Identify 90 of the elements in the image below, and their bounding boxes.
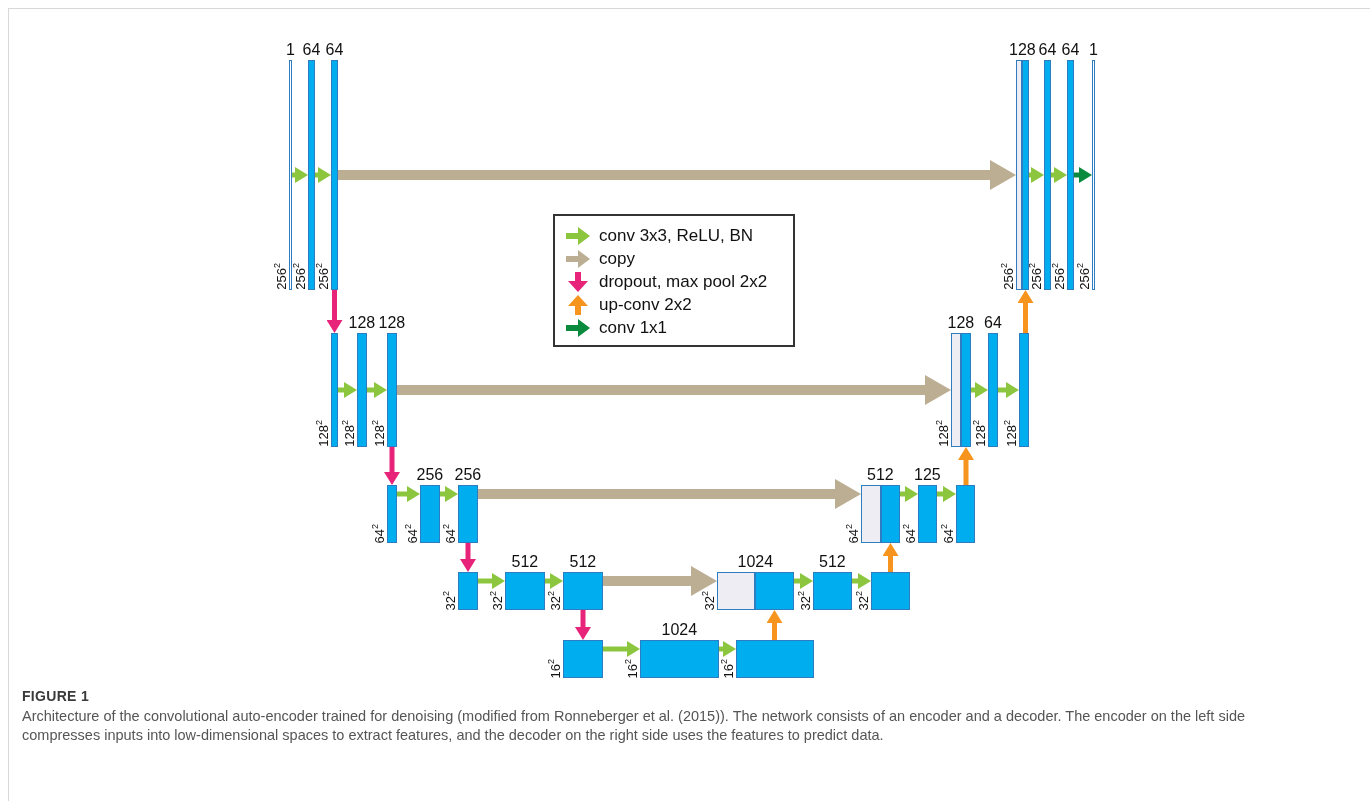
arrow: [326, 290, 343, 333]
arrow: [958, 447, 974, 485]
legend-text: dropout, max pool 2x2: [599, 272, 768, 292]
copied-feature-map-bar: [717, 572, 755, 610]
feature-map-bar: [881, 485, 900, 543]
feature-map-bar: [331, 60, 338, 290]
channel-count-label: 1: [1089, 41, 1098, 59]
feature-map-bar: [956, 485, 975, 543]
arrow: [1017, 290, 1034, 333]
arrow: [338, 160, 1016, 190]
channel-count-label: 128: [947, 314, 975, 332]
arrow: [900, 486, 918, 502]
arrow: [478, 479, 861, 509]
feature-map-bar: [563, 640, 603, 678]
channel-count-label: 512: [511, 553, 539, 571]
feature-map-bar: [813, 572, 852, 610]
feature-map-bar: [387, 333, 397, 447]
input-map-line: [289, 60, 292, 290]
legend-text: up-conv 2x2: [599, 295, 692, 315]
feature-map-bar: [1019, 333, 1029, 447]
arrow: [315, 167, 331, 183]
channel-count-label: 64: [1038, 41, 1057, 59]
feature-map-bar: [1044, 60, 1051, 290]
feature-map-bar: [563, 572, 603, 610]
feature-map-bar: [1067, 60, 1074, 290]
channel-count-label: 512: [569, 553, 597, 571]
legend-text: conv 1x1: [599, 318, 668, 338]
arrow: [367, 382, 387, 398]
arrow: [852, 573, 871, 589]
feature-map-bar: [871, 572, 910, 610]
feature-map-bar: [420, 485, 440, 543]
feature-map-bar: [331, 333, 338, 447]
arrow: [440, 486, 458, 502]
arrow: [882, 543, 899, 572]
arrow: [575, 610, 591, 640]
channel-count-label: 1024: [737, 553, 774, 571]
arrow: [971, 382, 988, 398]
channel-count-label: 1024: [661, 621, 698, 639]
arrow: [460, 543, 476, 572]
arrow: [603, 641, 640, 657]
arrow: [338, 382, 357, 398]
feature-map-bar: [640, 640, 719, 678]
legend-text: conv 3x3, ReLU, BN: [599, 226, 753, 246]
input-map-line: [1092, 60, 1095, 290]
channel-count-label: 512: [819, 553, 846, 571]
arrow: [478, 573, 505, 589]
channel-count-label: 128: [1009, 41, 1036, 59]
feature-map-bar: [458, 572, 478, 610]
feature-map-bar: [918, 485, 937, 543]
channel-count-label: 128: [378, 314, 406, 332]
arrow: [794, 573, 813, 589]
arrow: [397, 486, 420, 502]
channel-count-label: 64: [302, 41, 321, 59]
copied-feature-map-bar: [861, 485, 881, 543]
arrow: [397, 375, 951, 405]
feature-map-bar: [357, 333, 367, 447]
channel-count-label: 256: [416, 466, 444, 484]
figure-caption: Architecture of the convolutional auto-encoder trained for denoising (modified from Ronneberger et al. (2015)). The network consists of an encoder and a decoder. The encoder on the left side compresses inputs into low-dimensional spaces to extract features, and the decoder on the right side uses the features to predict data.: [22, 707, 1247, 745]
arrow: [1029, 167, 1044, 183]
arrow: [384, 447, 400, 485]
feature-map-bar: [961, 333, 971, 447]
arrow: [766, 610, 783, 640]
feature-map-bar: [755, 572, 794, 610]
feature-map-bar: [308, 60, 315, 290]
channel-count-label: 1: [286, 41, 295, 59]
feature-map-bar: [1022, 60, 1029, 290]
channel-count-label: 128: [348, 314, 376, 332]
feature-map-bar: [505, 572, 545, 610]
channel-count-label: 256: [454, 466, 482, 484]
legend-text: copy: [599, 249, 635, 269]
channel-count-label: 125: [914, 466, 941, 484]
channel-count-label: 64: [325, 41, 344, 59]
channel-count-label: 512: [867, 466, 894, 484]
arrow: [1051, 167, 1067, 183]
arrow: [292, 167, 308, 183]
copied-feature-map-bar: [1016, 60, 1022, 290]
feature-map-bar: [736, 640, 814, 678]
figure-title: FIGURE 1: [22, 688, 89, 704]
channel-count-label: 64: [1061, 41, 1080, 59]
copied-feature-map-bar: [951, 333, 961, 447]
feature-map-bar: [988, 333, 998, 447]
arrow: [545, 573, 563, 589]
arrow: [1074, 167, 1092, 183]
feature-map-bar: [387, 485, 397, 543]
arrow: [603, 566, 717, 596]
arrow: [719, 641, 736, 657]
channel-count-label: 64: [984, 314, 1002, 332]
arrow: [937, 486, 956, 502]
arrow: [998, 382, 1019, 398]
feature-map-bar: [458, 485, 478, 543]
